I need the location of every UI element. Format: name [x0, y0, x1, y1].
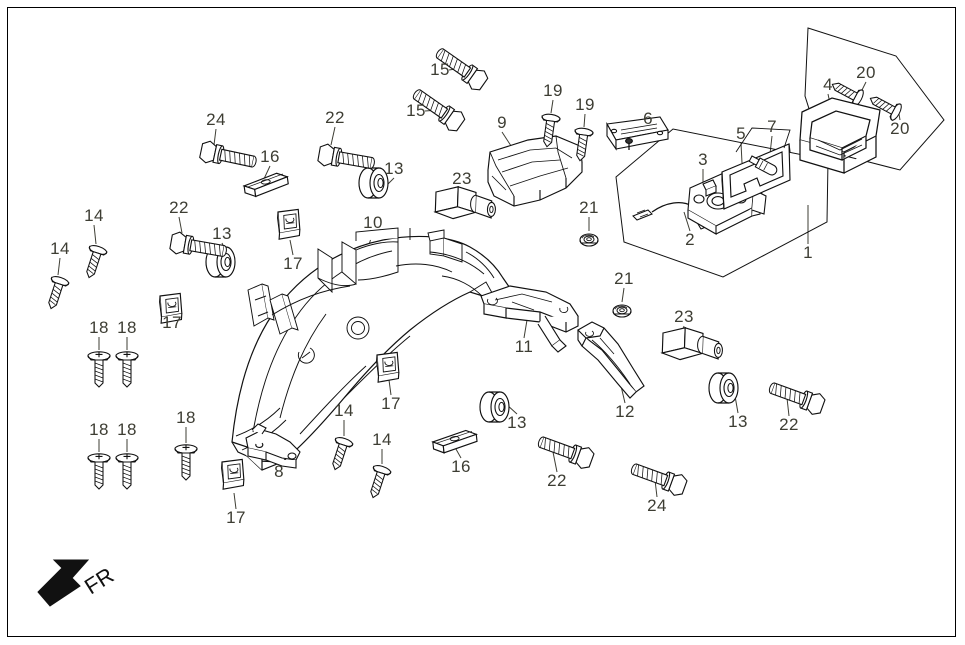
callout-number-3[interactable]: 3 — [698, 150, 708, 169]
callout-number-23[interactable]: 23 — [452, 169, 472, 188]
callout-number-14[interactable]: 14 — [372, 430, 392, 449]
callout-number-22[interactable]: 22 — [325, 108, 345, 127]
callout-number-14[interactable]: 14 — [334, 401, 354, 420]
callout-number-1[interactable]: 1 — [803, 243, 813, 262]
callout-leader-line — [289, 239, 294, 256]
callout-number-18[interactable]: 18 — [89, 318, 109, 337]
callout-leader-line — [233, 492, 237, 510]
callout-number-19[interactable]: 19 — [543, 81, 563, 100]
callout-number-16[interactable]: 16 — [451, 457, 471, 476]
callout-number-17[interactable]: 17 — [283, 254, 303, 273]
callout-number-22[interactable]: 22 — [169, 198, 189, 217]
diagram-border-frame — [7, 7, 956, 637]
callout-number-16[interactable]: 16 — [260, 147, 280, 166]
callout-number-5[interactable]: 5 — [736, 124, 746, 143]
callout-number-7[interactable]: 7 — [767, 117, 777, 136]
callout-number-10[interactable]: 10 — [363, 213, 383, 232]
callout-number-13[interactable]: 13 — [728, 412, 748, 431]
callout-leader-line — [330, 126, 336, 146]
callout-leader-line — [683, 211, 691, 232]
callout-leader-line — [93, 224, 97, 245]
callout-number-24[interactable]: 24 — [647, 496, 667, 515]
callout-leader-line — [740, 142, 743, 164]
callout-number-21[interactable]: 21 — [579, 198, 599, 217]
callout-number-23[interactable]: 23 — [674, 307, 694, 326]
callout-leader-line — [388, 379, 392, 396]
callout-leader-line — [178, 216, 183, 234]
callout-leader-line — [621, 287, 625, 303]
callout-leader-line — [583, 113, 586, 128]
callout-number-24[interactable]: 24 — [206, 110, 226, 129]
callout-leader-line — [213, 128, 217, 146]
callout-number-13[interactable]: 13 — [507, 413, 527, 432]
callout-number-2[interactable]: 2 — [685, 230, 695, 249]
callout-leader-line — [786, 397, 790, 417]
callout-number-21[interactable]: 21 — [614, 269, 634, 288]
callout-number-12[interactable]: 12 — [615, 402, 635, 421]
callout-number-4[interactable]: 4 — [823, 75, 833, 94]
callout-number-18[interactable]: 18 — [176, 408, 196, 427]
callout-number-17[interactable]: 17 — [226, 508, 246, 527]
callout-leader-line — [550, 99, 554, 114]
callout-leader-line — [57, 257, 61, 276]
callout-number-17[interactable]: 17 — [162, 313, 182, 332]
callout-number-15[interactable]: 15 — [430, 60, 450, 79]
callout-number-19[interactable]: 19 — [575, 95, 595, 114]
front-direction-arrow-shape — [37, 559, 90, 607]
callout-number-13[interactable]: 13 — [212, 224, 232, 243]
callout-number-18[interactable]: 18 — [117, 318, 137, 337]
callout-number-20[interactable]: 20 — [890, 119, 910, 138]
callout-number-20[interactable]: 20 — [856, 63, 876, 82]
callout-number-9[interactable]: 9 — [497, 113, 507, 132]
callout-number-17[interactable]: 17 — [381, 394, 401, 413]
callout-number-22[interactable]: 22 — [779, 415, 799, 434]
callout-number-18[interactable]: 18 — [117, 420, 137, 439]
callout-number-14[interactable]: 14 — [84, 206, 104, 225]
callout-leader-line — [552, 451, 558, 473]
callout-leader-line — [769, 135, 773, 155]
callout-number-22[interactable]: 22 — [547, 471, 567, 490]
callout-number-6[interactable]: 6 — [643, 109, 653, 128]
callout-leader-line — [523, 319, 528, 339]
callout-number-15[interactable]: 15 — [406, 101, 426, 120]
callout-number-14[interactable]: 14 — [50, 239, 70, 258]
callout-number-11[interactable]: 11 — [514, 337, 534, 356]
callout-number-8[interactable]: 8 — [274, 462, 284, 481]
callout-number-18[interactable]: 18 — [89, 420, 109, 439]
callout-number-13[interactable]: 13 — [384, 159, 404, 178]
